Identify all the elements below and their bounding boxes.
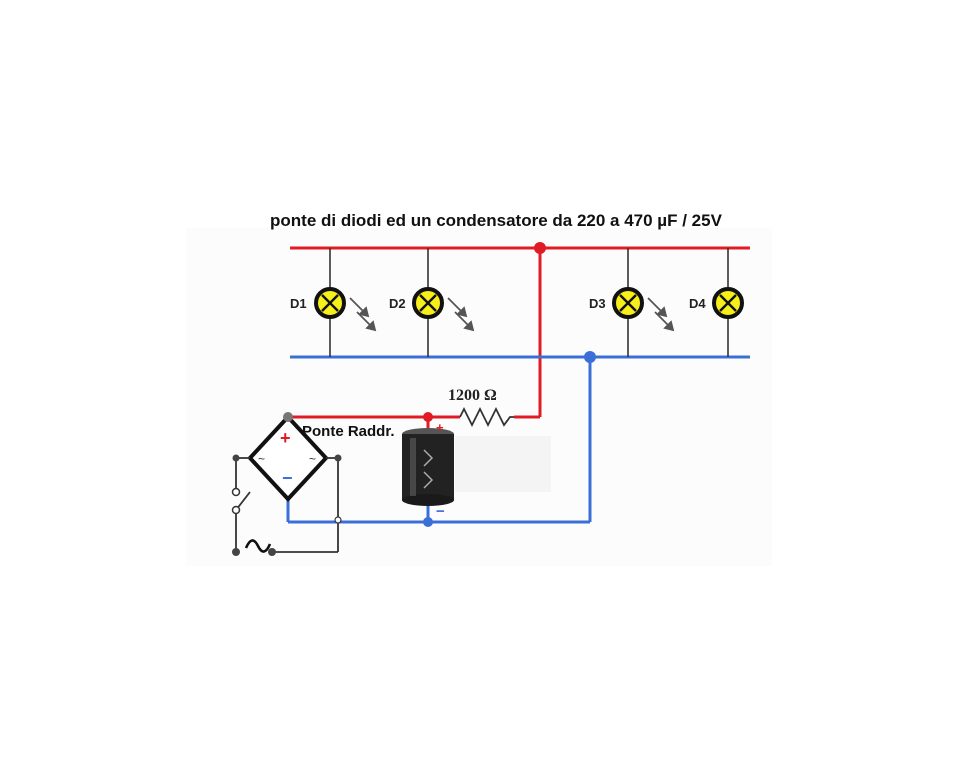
light-emission-icon: [647, 297, 675, 332]
lamp-cross-icon: [419, 294, 437, 312]
switch-contact-icon: [231, 505, 241, 515]
terminal-dots: [231, 454, 342, 556]
ac-source-icon: [244, 539, 272, 553]
led-label: D2: [389, 296, 406, 311]
ac-symbol-right: ~: [309, 452, 316, 466]
led-d3: D3: [589, 287, 644, 319]
switch-contact-icon: [231, 487, 241, 497]
led-d4: D4: [689, 287, 744, 319]
capacitor-highlight: [410, 438, 416, 496]
led-label: D4: [689, 296, 706, 311]
junction-dot: [423, 412, 433, 422]
bridge-minus-sign: −: [282, 468, 293, 488]
capacitor-body-icon: [402, 434, 454, 500]
capacitor-bottom: [402, 494, 454, 506]
led-label: D1: [290, 296, 307, 311]
junction-dot: [584, 351, 596, 363]
bridge-plus-sign: +: [280, 428, 291, 448]
junction-dot: [534, 242, 546, 254]
capacitor-minus-sign: −: [436, 503, 445, 520]
capacitor: + −: [402, 420, 454, 520]
led-d2: D2: [389, 287, 444, 319]
light-arrows: [349, 297, 675, 332]
light-emission-icon: [447, 297, 475, 332]
lamp-cross-icon: [719, 294, 737, 312]
resistor: 1200 Ω: [448, 387, 514, 428]
junction-dot: [283, 412, 293, 422]
lamp-cross-icon: [321, 294, 339, 312]
led-d1: D1: [290, 287, 346, 319]
lamp-cross-icon: [619, 294, 637, 312]
junction-dot: [423, 517, 433, 527]
bridge-rectifier: + − ~ ~ Ponte Raddr.: [247, 414, 395, 502]
led-label: D3: [589, 296, 606, 311]
diagram-background: [186, 228, 772, 566]
diagram-shadow-patch: [455, 436, 551, 492]
resistor-zigzag-icon: [459, 406, 514, 428]
bridge-diamond: [247, 414, 329, 502]
resistor-label: 1200 Ω: [448, 387, 497, 404]
ac-symbol-left: ~: [258, 452, 265, 466]
diagram-title: ponte di diodi ed un condensatore da 220…: [270, 211, 723, 230]
bridge-label: Ponte Raddr.: [302, 423, 395, 440]
light-emission-icon: [349, 297, 377, 332]
capacitor-plus-sign: +: [436, 420, 444, 435]
